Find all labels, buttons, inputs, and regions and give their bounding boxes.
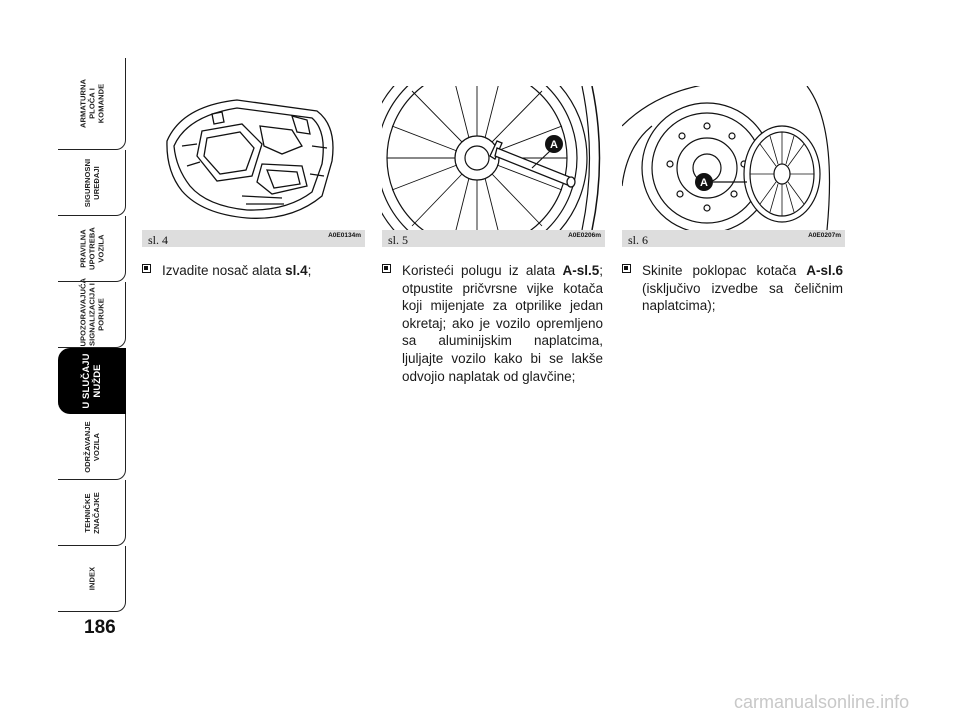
tab-label: ODRŽAVANJE VOZILA (82, 420, 101, 473)
figure-label: sl. 6 (628, 233, 649, 247)
tab-label: ARMATURNA PLOČA I KOMANDE (78, 78, 105, 129)
step-3: Skinite poklopac kotača A-sl.6 (isključi… (622, 262, 843, 315)
tab-tehnicke-znacajke[interactable]: TEHNIČKE ZNAČAJKE (58, 480, 126, 546)
figure-illustration: A (622, 86, 845, 230)
checkbox-bullet-icon (142, 264, 151, 273)
figure-label: sl. 4 (148, 233, 169, 247)
checkbox-bullet-icon (382, 264, 391, 273)
tab-label: U SLUČAJU NUŽDE (80, 352, 103, 409)
figure-sl6: A sl. 6 A0E0207m (622, 86, 845, 247)
figure-label: sl. 5 (388, 233, 409, 247)
figure-sl5: A sl. 5 A0E0206m (382, 86, 605, 247)
step-text: Izvadite nosač alata sl.4; (162, 263, 312, 278)
tab-label: SIGURNOSNI UREĐAJI (82, 158, 101, 207)
tab-odrzavanje-vozila[interactable]: ODRŽAVANJE VOZILA (58, 414, 126, 480)
tab-label: TEHNIČKE ZNAČAJKE (82, 491, 101, 534)
step-1: Izvadite nosač alata sl.4; (142, 262, 342, 280)
checkbox-bullet-icon (622, 264, 631, 273)
marker-a: A (550, 139, 558, 151)
tab-label: INDEX (87, 566, 96, 591)
step-text: Skinite poklopac kotača A-sl.6 (isključi… (642, 263, 843, 314)
tab-pravilna-upotreba[interactable]: PRAVILNA UPOTREBA VOZILA (58, 216, 126, 282)
tab-upozoravajuca-signalizacija[interactable]: UPOZORAVAJUĆA SIGNALIZACIJA I PORUKE (58, 277, 126, 348)
figure-illustration: A (382, 86, 605, 230)
tab-sigurnosni-uredaji[interactable]: SIGURNOSNI UREĐAJI (58, 150, 126, 216)
figure-code: A0E0207m (808, 232, 841, 239)
step-2: Koristeći polugu iz alata A-sl.5; otpust… (382, 262, 603, 385)
tab-u-slucaju-nuzde[interactable]: U SLUČAJU NUŽDE (58, 348, 126, 414)
chapter-sidebar: ARMATURNA PLOČA I KOMANDE SIGURNOSNI URE… (58, 58, 126, 656)
tab-index[interactable]: INDEX (58, 546, 126, 612)
page-number: 186 (84, 617, 116, 638)
tab-armaturna-ploca[interactable]: ARMATURNA PLOČA I KOMANDE (58, 58, 126, 150)
figure-sl4: sl. 4 A0E0134m (142, 86, 365, 247)
figure-code: A0E0134m (328, 232, 361, 239)
watermark: carmanualsonline.info (734, 692, 910, 712)
tab-label: UPOZORAVAJUĆA SIGNALIZACIJA I PORUKE (78, 277, 105, 347)
marker-a: A (700, 177, 708, 189)
step-text: Koristeći polugu iz alata A-sl.5; otpust… (402, 263, 603, 384)
wheel-wrench-drawing: A (382, 86, 605, 230)
hubcap-drawing: A (622, 86, 845, 230)
figure-illustration (142, 86, 365, 230)
tool-holder-drawing (142, 86, 365, 230)
figure-code: A0E0206m (568, 232, 601, 239)
tab-label: PRAVILNA UPOTREBA VOZILA (78, 227, 105, 270)
